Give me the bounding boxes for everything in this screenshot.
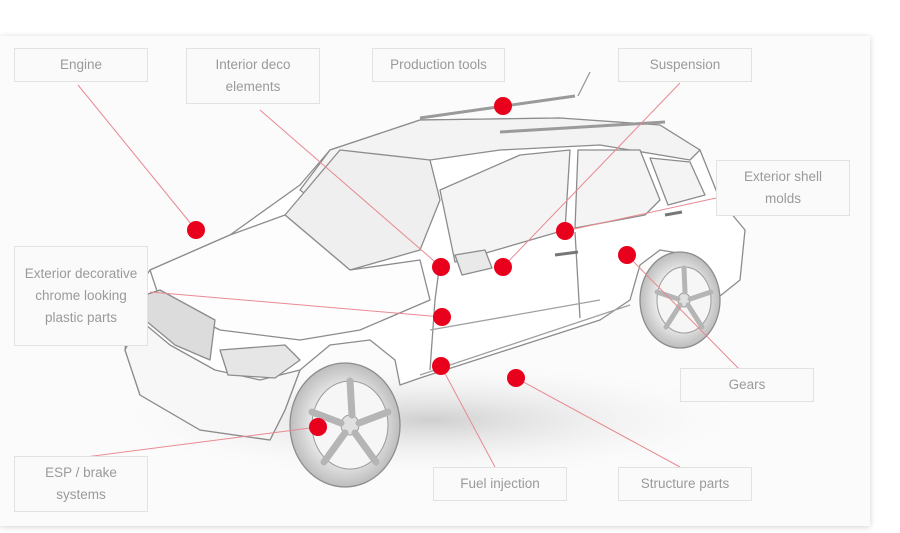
markers xyxy=(187,97,636,436)
car-body xyxy=(124,71,746,441)
label-engine: Engine xyxy=(14,48,148,82)
label-production-tools: Production tools xyxy=(372,48,505,82)
marker-esp-brake xyxy=(309,418,327,436)
label-fuel-injection: Fuel injection xyxy=(433,467,567,501)
label-suspension: Suspension xyxy=(618,48,752,82)
label-structure-parts: Structure parts xyxy=(618,467,752,501)
label-esp-brake: ESP / brake systems xyxy=(14,456,148,512)
marker-structure xyxy=(507,369,525,387)
leader-line-fuel xyxy=(440,365,496,468)
label-interior-deco: Interior deco elements xyxy=(186,48,320,104)
front-wheel xyxy=(289,362,401,488)
leader-line-interior-deco xyxy=(259,109,442,268)
marker-fuel-injection xyxy=(432,357,450,375)
leader-line-esp xyxy=(77,426,319,459)
marker-chrome xyxy=(433,308,451,326)
leader-line-exterior-shell xyxy=(564,197,717,232)
label-gears: Gears xyxy=(680,368,814,402)
leader-line-engine xyxy=(77,84,197,231)
leader-line-chrome xyxy=(149,291,443,318)
leader-line-gears xyxy=(626,254,741,371)
label-exterior-chrome: Exterior decorative chrome looking plast… xyxy=(14,246,148,346)
leader-line-structure xyxy=(515,377,681,468)
marker-exterior-shell xyxy=(556,222,574,240)
marker-gears xyxy=(618,246,636,264)
leader-lines xyxy=(77,82,741,468)
marker-engine xyxy=(187,221,205,239)
label-exterior-shell-molds: Exterior shell molds xyxy=(716,160,850,216)
marker-production-tools xyxy=(494,97,512,115)
marker-suspension xyxy=(494,258,512,276)
leader-line-suspension xyxy=(502,82,681,268)
marker-interior-deco xyxy=(432,258,450,276)
rear-wheel xyxy=(639,251,721,349)
